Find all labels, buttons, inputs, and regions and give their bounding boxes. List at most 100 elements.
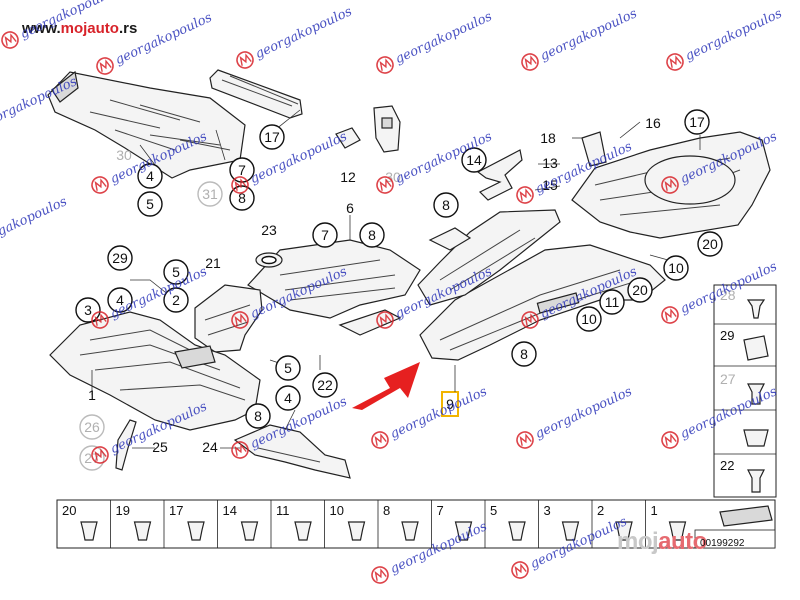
strip-label-7: 7 (437, 503, 444, 518)
callout-23: 23 (261, 222, 277, 238)
site-url[interactable]: www.mojauto.rs (22, 20, 137, 37)
callout-22a: 22 (317, 377, 333, 393)
fastener-icon-5 (508, 521, 526, 541)
panel-21 (194, 284, 263, 353)
watermark-logo-icon (516, 186, 534, 204)
callout-8c: 8 (368, 227, 376, 243)
callout-10b: 10 (581, 311, 597, 327)
watermark-logo-mark (524, 313, 537, 326)
callout-11: 11 (605, 294, 620, 310)
fastener-icon-10 (347, 521, 366, 541)
watermark-logo-mark (234, 443, 247, 456)
highlight-box-9 (441, 391, 459, 417)
watermark-text: georgakopoulos (388, 384, 490, 442)
watermark-logo-mark (234, 313, 247, 326)
fastener-column: 28 29 27 22 (713, 284, 777, 498)
callout-1: 1 (88, 387, 96, 403)
nut-icon (743, 429, 769, 447)
watermark-logo-icon (516, 431, 534, 449)
callout-17b: 17 (689, 114, 705, 130)
watermark-logo-icon (376, 311, 394, 329)
callout-15: 15 (542, 177, 558, 193)
callout-30: 30 (116, 147, 132, 163)
callout-3: 3 (84, 302, 92, 318)
callout-7a: 7 (238, 162, 246, 178)
watermark: georgakopoulos (0, 194, 70, 252)
bracket-12 (335, 127, 361, 149)
watermark-logo-icon (91, 311, 109, 329)
watermark-logo-icon (666, 53, 684, 71)
watermark-text: georgakopoulos (538, 6, 640, 64)
fastener-icon-8 (401, 521, 419, 541)
callout-4a: 4 (146, 168, 154, 184)
column-label-29: 29 (720, 328, 734, 343)
watermark-text: georgakopoulos (533, 384, 635, 442)
watermark-logo-mark (234, 178, 247, 191)
watermark-logo-mark (4, 33, 17, 46)
expanding-rivet-icon (747, 469, 765, 493)
watermark-logo-mark (374, 568, 387, 581)
watermark-logo-mark (379, 58, 392, 71)
callout-8a: 8 (238, 190, 246, 206)
watermark-text: georgakopoulos (18, 0, 120, 42)
watermark-text: georgakopoulos (113, 10, 215, 68)
watermark-logo-icon (371, 566, 389, 584)
watermark-logo-mark (94, 313, 107, 326)
push-clip-icon (746, 299, 766, 319)
panel-side-middle (417, 209, 561, 306)
watermark-logo-mark (664, 308, 677, 321)
callout-4c: 4 (284, 390, 292, 406)
fastener-icon-14 (240, 521, 259, 541)
watermark-logo-icon (511, 561, 529, 579)
watermark-logo-mark (239, 53, 252, 66)
watermark-logo-icon (1, 31, 19, 49)
watermark: georgakopoulos (521, 6, 640, 71)
logo-brand: moj (617, 528, 659, 555)
watermark-logo-mark (94, 178, 107, 191)
column-label-28: 28 (720, 287, 736, 303)
watermark-text: georgakopoulos (253, 4, 355, 62)
watermark-logo-icon (231, 176, 249, 194)
fastener-icon-17 (187, 521, 205, 541)
pad-icon (719, 505, 773, 527)
callout-25: 25 (152, 439, 168, 455)
callout-31: 31 (202, 186, 218, 202)
callout-20a: 20 (702, 236, 718, 252)
url-suffix: .rs (118, 20, 138, 37)
spring-clip-icon (743, 335, 769, 361)
watermark-logo-mark (379, 313, 392, 326)
callout-12: 12 (340, 169, 356, 185)
watermark-logo-icon (376, 176, 394, 194)
strip-label-11: 11 (276, 503, 290, 518)
mojauto-logo: mojauto (617, 528, 707, 556)
fastener-icon-2 (615, 521, 633, 541)
callout-5a: 5 (146, 196, 154, 212)
watermark-logo-icon (236, 51, 254, 69)
panel-6 (247, 239, 421, 336)
callout-6: 6 (346, 200, 354, 216)
watermark-logo-icon (376, 56, 394, 74)
watermark-logo-icon (661, 306, 679, 324)
callout-16: 16 (645, 115, 661, 131)
bracket-25 (115, 419, 137, 471)
watermark: georgakopoulos (236, 4, 355, 69)
column-label-27: 27 (720, 371, 736, 387)
callout-8e: 8 (520, 346, 528, 362)
callout-5c: 5 (284, 360, 292, 376)
watermark-logo-icon (661, 431, 679, 449)
watermark-text: georgakopoulos (393, 9, 495, 67)
callout-10a: 10 (668, 260, 684, 276)
strip-label-19: 19 (116, 503, 130, 518)
reference-code: 00199292 (700, 538, 745, 549)
watermark-logo-icon (521, 311, 539, 329)
fastener-icon-20 (80, 521, 98, 541)
watermark-text: georgakopoulos (0, 194, 70, 252)
strip-17 (209, 69, 303, 119)
watermark-logo-mark (664, 178, 677, 191)
watermark-logo-icon (231, 311, 249, 329)
watermark-logo-mark (664, 433, 677, 446)
watermark-logo-mark (669, 55, 682, 68)
strip-label-20: 20 (62, 503, 76, 518)
callout-9: 9 (446, 396, 454, 412)
